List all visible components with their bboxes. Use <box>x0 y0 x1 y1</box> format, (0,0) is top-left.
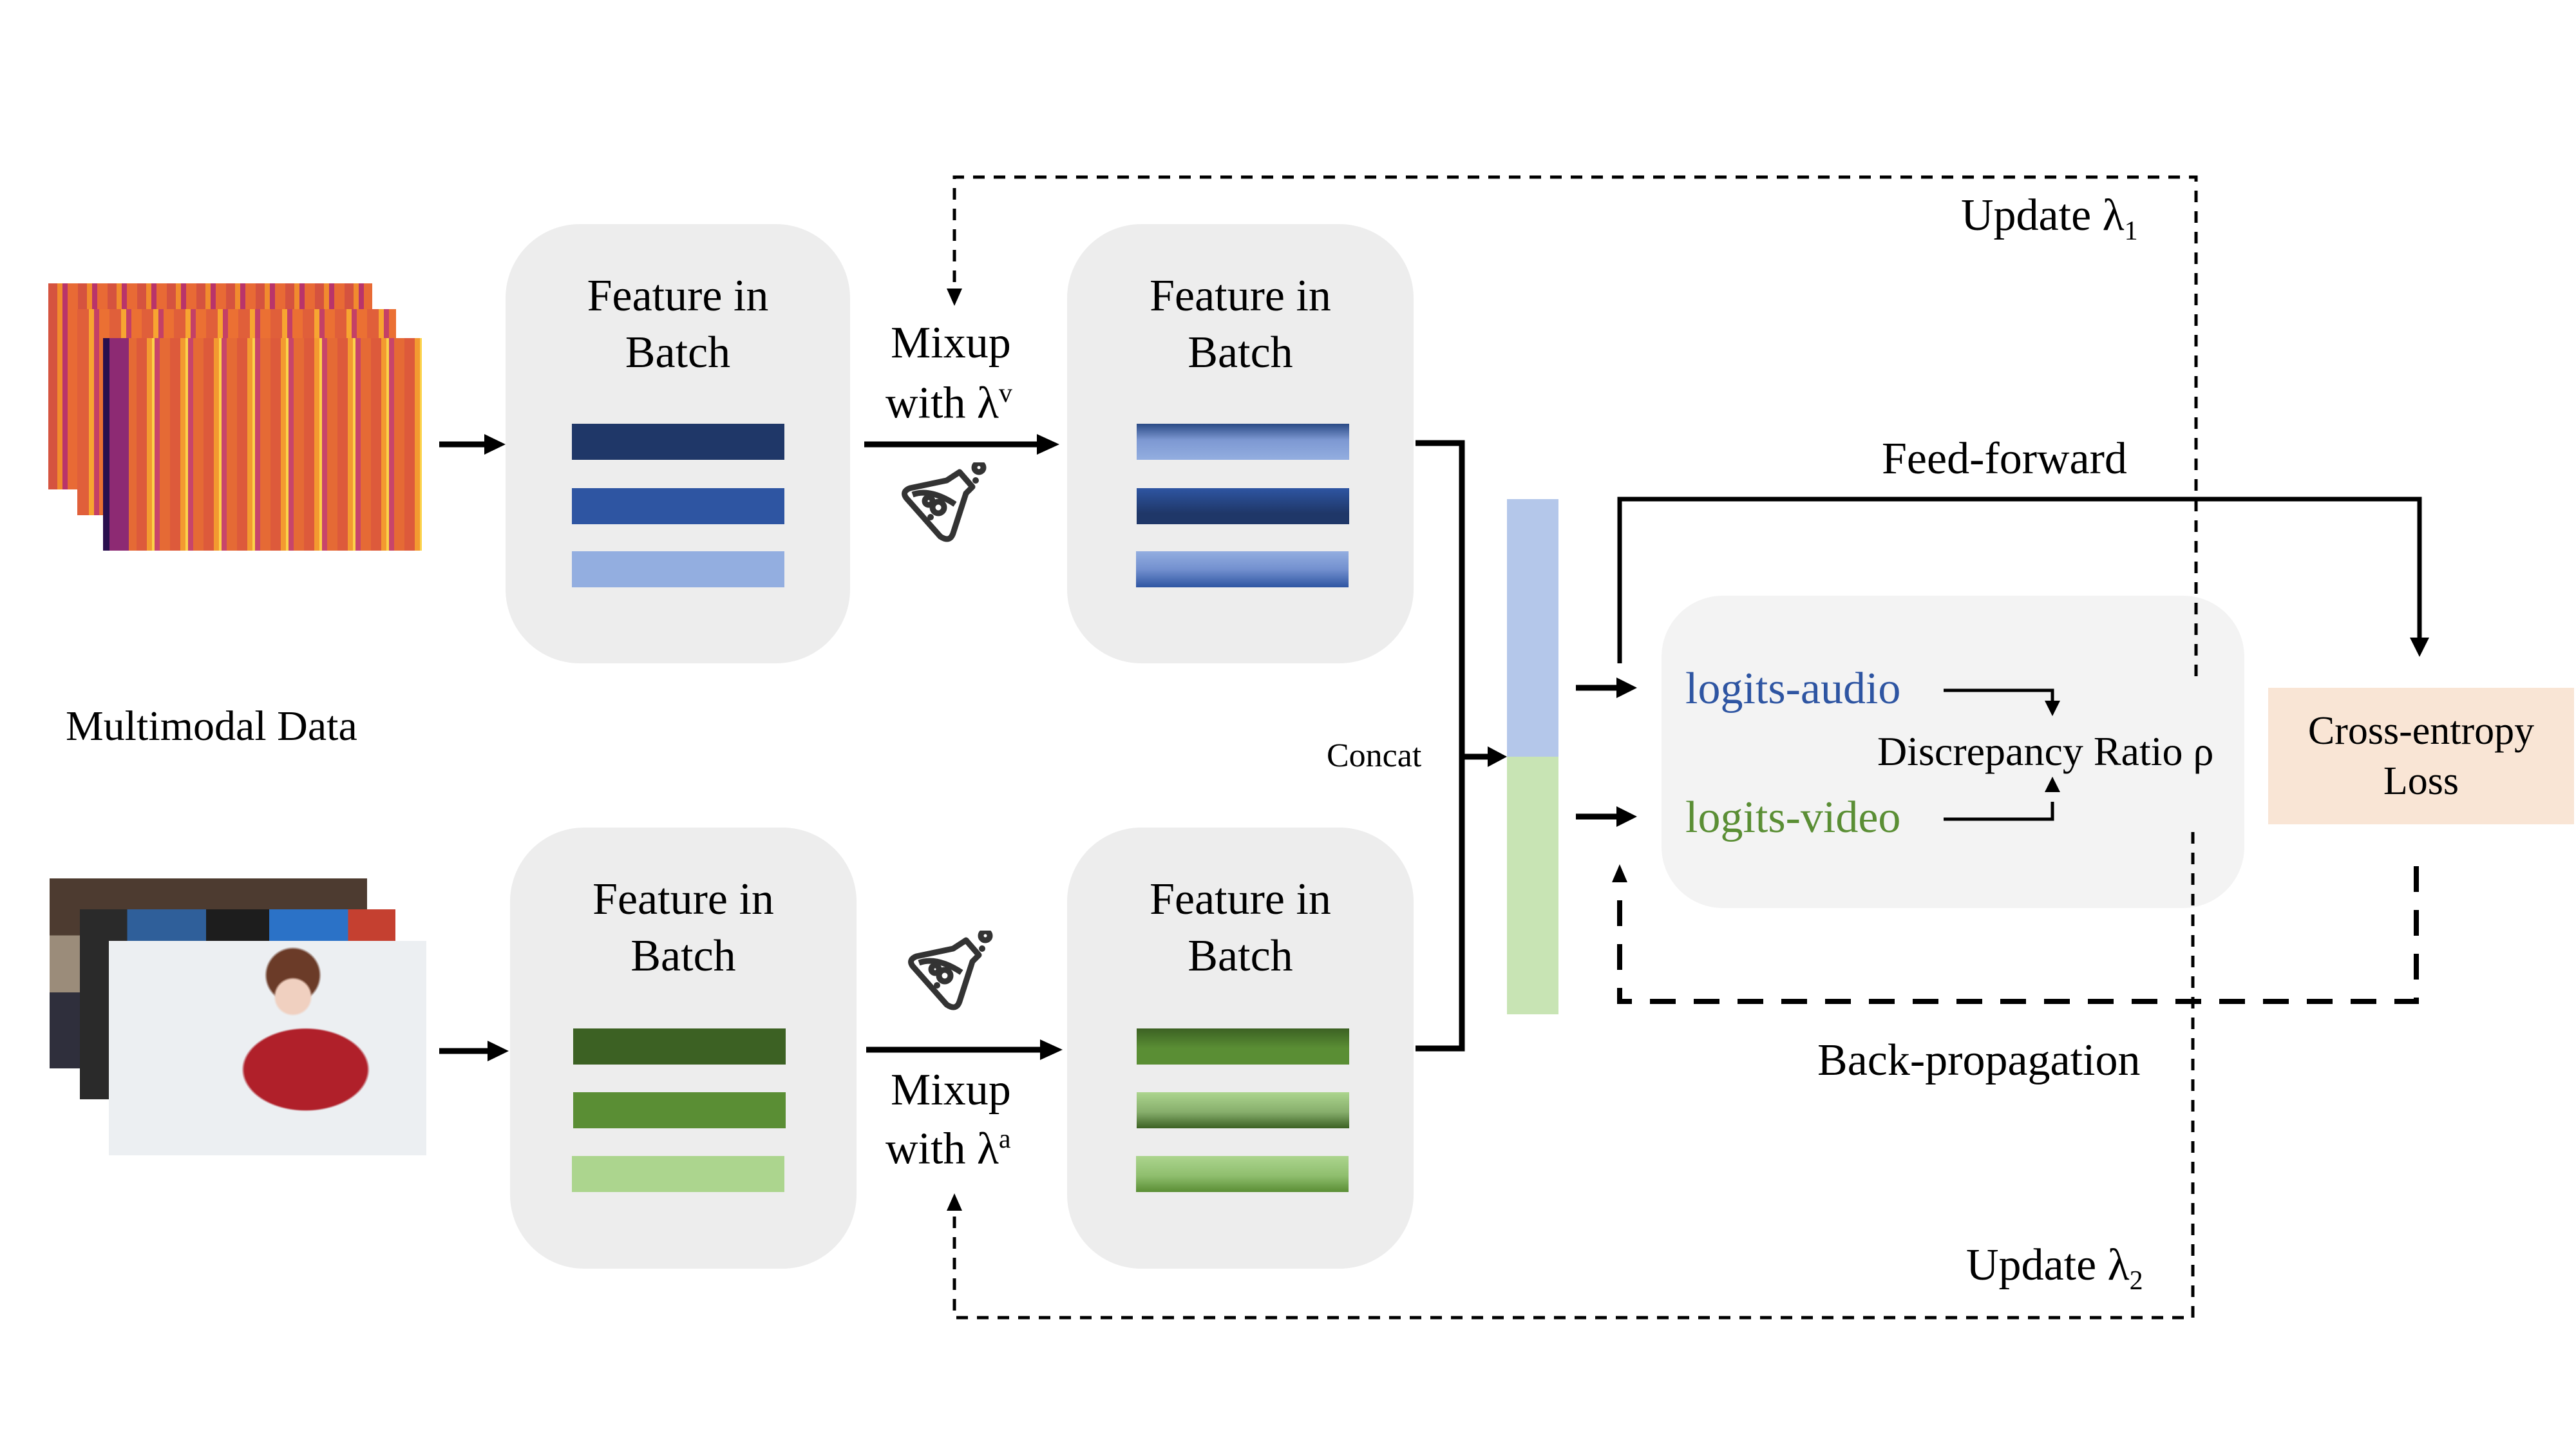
panel-title-line1: Feature in <box>592 875 774 924</box>
loss-line2: Loss <box>2383 759 2459 803</box>
audio-feature-panel: Feature in Batch <box>506 224 850 663</box>
update-lambda2-line <box>952 832 2195 1320</box>
concat-label: Concat <box>1327 737 1422 774</box>
mixup-top-line1: Mixup <box>891 318 1011 368</box>
mixed-bar-2 <box>1137 1092 1349 1128</box>
mixup-top-line2: with λv <box>886 380 1012 426</box>
mixup-bottom-line1: Mixup <box>891 1065 1011 1115</box>
feature-bar-dark <box>573 1028 786 1065</box>
panel-title-line1: Feature in <box>1150 271 1331 321</box>
arrowhead <box>1616 677 1637 698</box>
spectrogram-front <box>103 338 422 551</box>
panel-title-line1: Feature in <box>587 271 769 321</box>
video-frame-stack <box>50 878 426 1155</box>
concat-bracket <box>1416 440 1465 1052</box>
concat-video-segment <box>1507 757 1558 1014</box>
feature-bar-light <box>572 1156 784 1192</box>
back-propagation-label: Back-propagation <box>1817 1036 2141 1085</box>
mixed-bar-3 <box>1136 551 1349 587</box>
mixup-bottom-sup: a <box>998 1124 1011 1154</box>
arrowhead <box>488 1041 509 1061</box>
arrowhead <box>2410 638 2429 657</box>
mixed-bar-2 <box>1137 488 1349 524</box>
mixup-bottom-line2: with λa <box>886 1126 1011 1171</box>
update-lambda1-prefix: Update λ <box>1961 191 2125 240</box>
flask-icon <box>902 462 987 542</box>
logits-video-label: logits-video <box>1685 793 1901 842</box>
concat-vector <box>1507 499 1558 1014</box>
logits-audio-label: logits-audio <box>1685 664 1901 714</box>
feature-bar-dark <box>572 424 784 460</box>
update-lambda2-sub: 2 <box>2129 1266 2143 1296</box>
loss-line1: Cross-entropy <box>2307 709 2535 753</box>
panel-title-line2: Batch <box>625 328 731 377</box>
arrowhead <box>484 434 506 455</box>
arrowhead <box>2045 701 2060 716</box>
flask-icon <box>908 931 993 1010</box>
feature-bar-mid <box>573 1092 786 1128</box>
feature-bar-light <box>572 551 784 587</box>
update-lambda1-sub: 1 <box>2124 216 2138 246</box>
arrowhead <box>1488 746 1507 767</box>
discrepancy-ratio-label: Discrepancy Ratio ρ <box>1877 728 2214 774</box>
multimodal-data-label: Multimodal Data <box>66 703 357 750</box>
cross-entropy-loss-box: Cross-entropy Loss <box>2268 688 2574 824</box>
panel-title-line2: Batch <box>1188 931 1293 981</box>
update-lambda1-label: Update λ1 <box>1961 193 2138 245</box>
mixed-bar-1 <box>1137 1028 1349 1065</box>
arrowhead <box>2045 777 2060 792</box>
mixup-top-sup: v <box>998 379 1012 408</box>
arrowhead <box>1612 864 1627 882</box>
video-frame-front <box>109 941 426 1155</box>
video-mixed-feature-panel: Feature in Batch <box>1067 828 1414 1269</box>
logits-panel <box>1662 596 2244 908</box>
audio-mixed-feature-panel: Feature in Batch <box>1067 224 1414 663</box>
arrowhead <box>947 289 962 306</box>
spectrogram-stack <box>48 283 422 551</box>
arrowhead <box>947 1193 962 1211</box>
arrowhead <box>1037 434 1059 455</box>
panel-title-line2: Batch <box>1188 328 1293 377</box>
mixed-bar-1 <box>1137 424 1349 460</box>
update-lambda2-label: Update λ2 <box>1966 1240 2143 1296</box>
feed-forward-label: Feed-forward <box>1882 434 2127 484</box>
panel-title-line1: Feature in <box>1150 875 1331 924</box>
feature-bar-mid <box>572 488 784 524</box>
video-feature-panel: Feature in Batch <box>510 828 857 1269</box>
arrow-video-to-ratio <box>1944 802 2054 821</box>
arrow-audio-to-ratio <box>1944 688 2054 705</box>
back-propagation-line <box>1617 866 2419 1004</box>
feed-forward-line <box>1617 497 2422 663</box>
update-lambda1-line <box>952 175 2198 676</box>
arrowhead <box>1040 1039 1063 1060</box>
mixed-bar-3 <box>1136 1156 1349 1192</box>
panel-title-line2: Batch <box>630 931 736 981</box>
mixup-top-prefix: with λ <box>886 378 999 428</box>
mixup-bottom-prefix: with λ <box>886 1124 999 1174</box>
update-lambda2-prefix: Update λ <box>1966 1240 2130 1290</box>
concat-audio-segment <box>1507 499 1558 757</box>
arrowhead <box>1616 806 1637 827</box>
